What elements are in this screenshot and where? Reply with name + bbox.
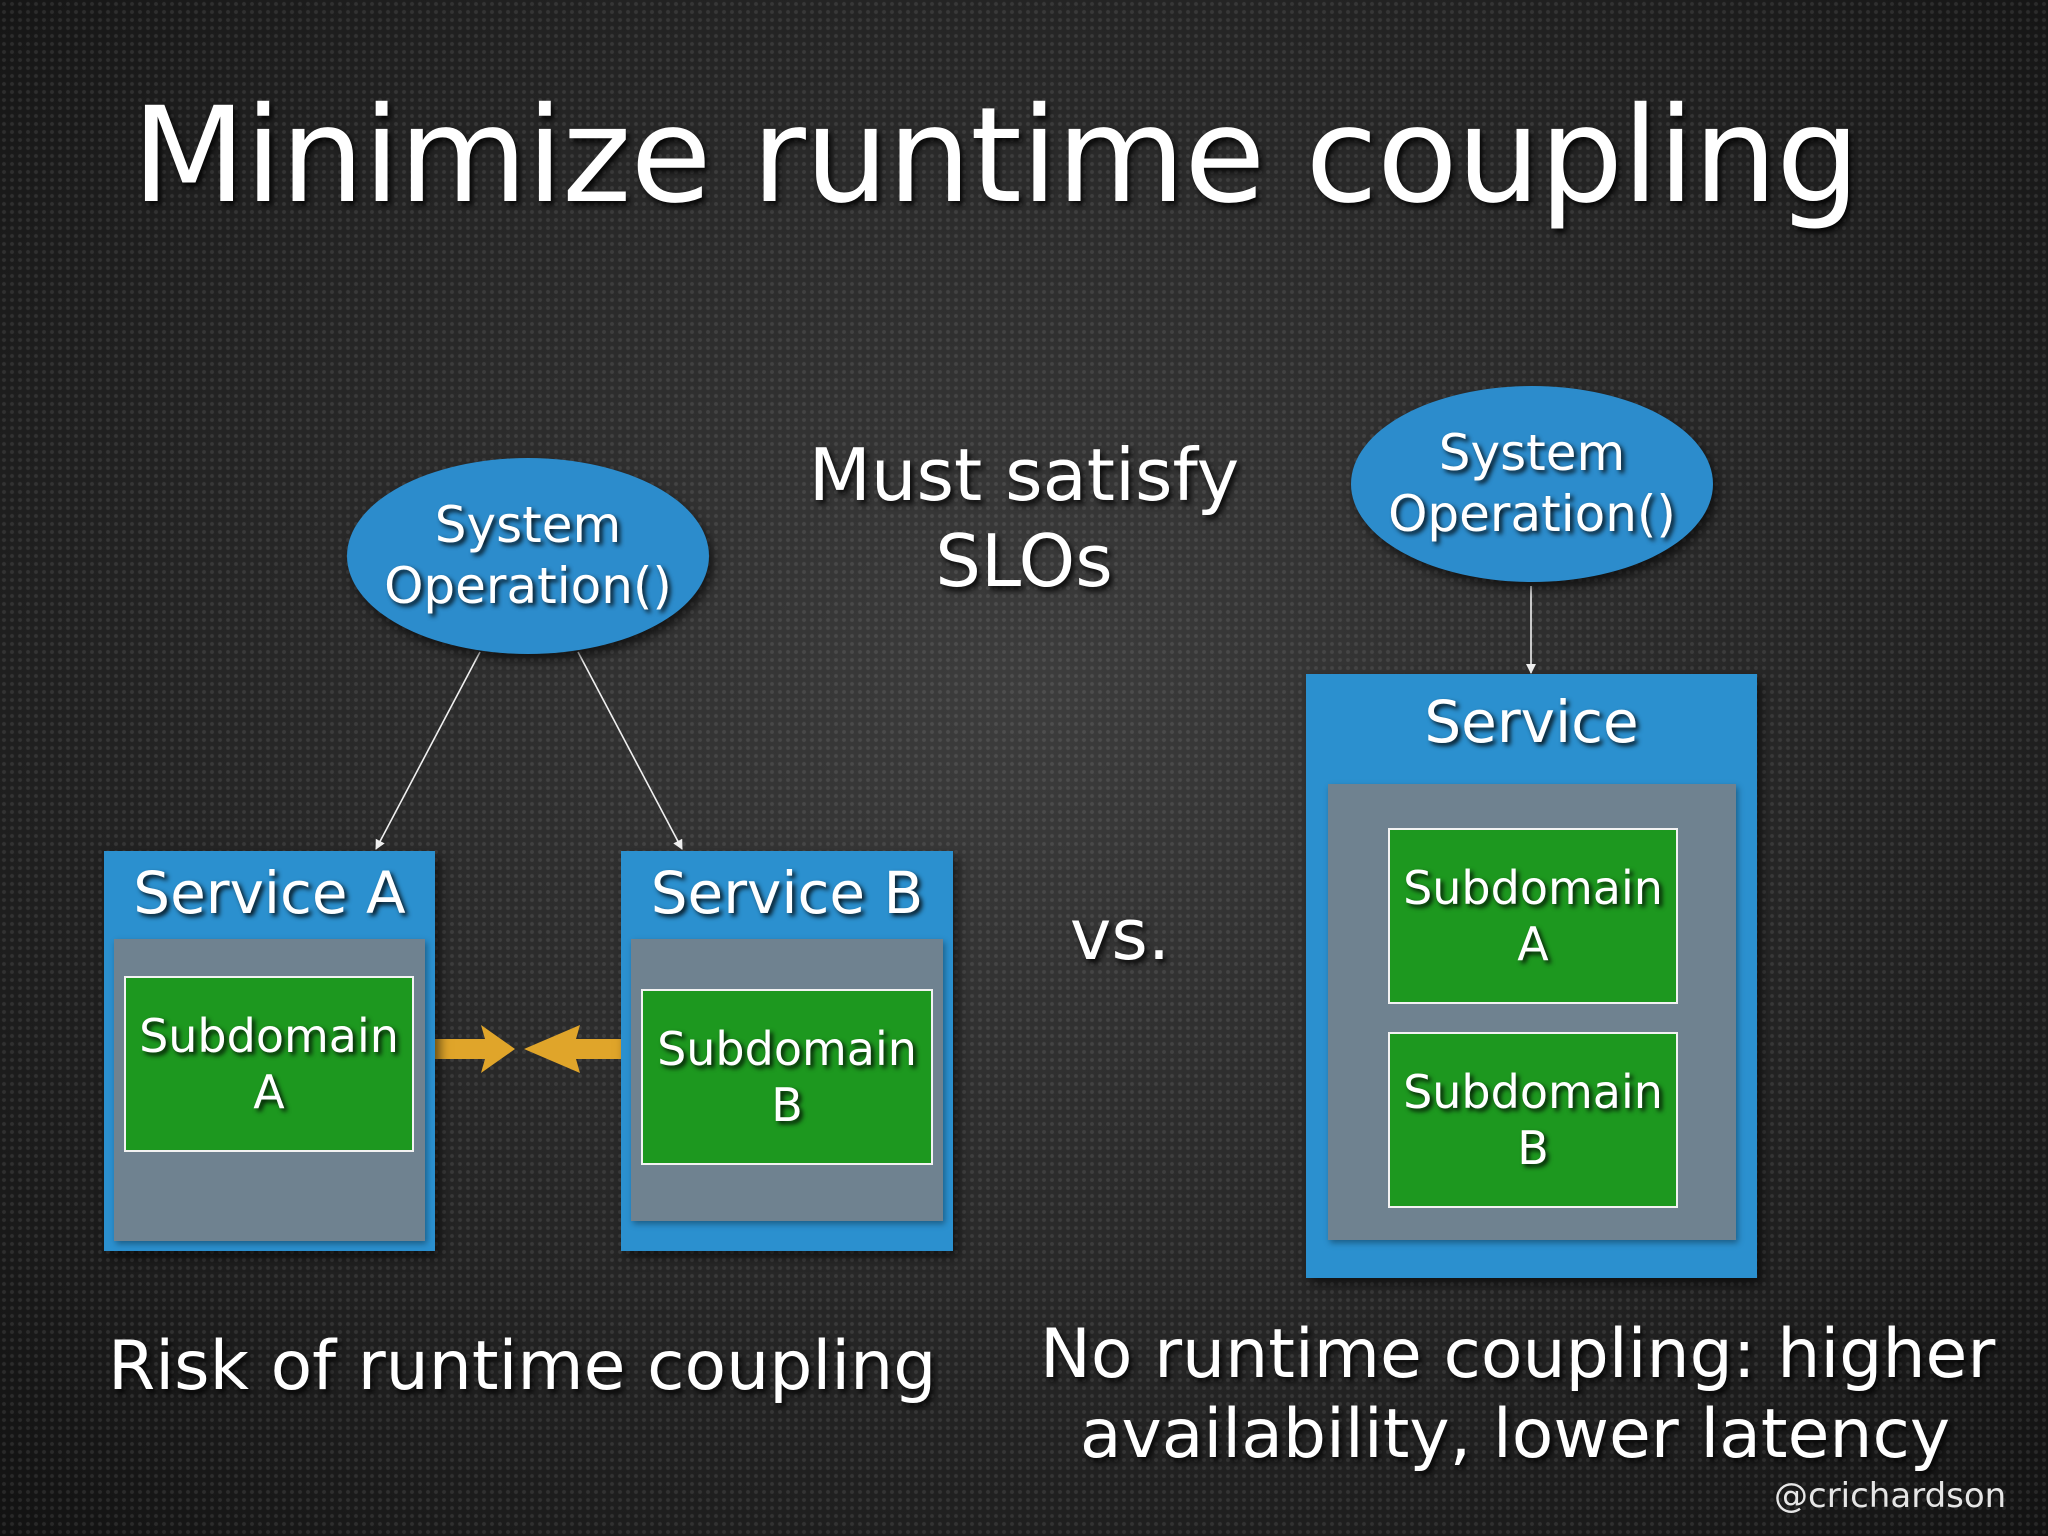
right-caption-line-2: availability, lower latency [1079,1395,1951,1475]
subdomain-a-box-left: Subdomain A [124,976,414,1152]
service-b-label: Service B [650,859,924,927]
ellipse-line-1: System [1438,424,1626,482]
arrow-to-service-b [577,651,683,850]
service-inner: Subdomain A Subdomain B [1328,784,1736,1240]
subdomain-b-line-2: B [771,1078,803,1132]
subdomain-a-line-2: A [253,1065,285,1119]
left-caption: Risk of runtime coupling [108,1327,937,1406]
subdomain-b-box-right: Subdomain B [1388,1032,1678,1208]
ellipse-line-1: System [434,496,622,554]
service-a-box: Service A Subdomain A [104,851,435,1251]
subdomain-b-line-1: Subdomain [1403,1064,1663,1119]
subdomain-a-line-1: Subdomain [1403,860,1663,915]
right-caption: No runtime coupling: higher availability… [1040,1315,1996,1475]
coupling-arrow-left [524,1025,624,1073]
subdomain-b-line-1: Subdomain [657,1021,917,1076]
slo-note: Must satisfy SLOs [794,432,1254,605]
subdomain-a-line-2: A [1517,917,1549,971]
subdomain-a-box-right: Subdomain A [1388,828,1678,1004]
slide-title: Minimize runtime coupling [132,79,1860,233]
service-b-inner: Subdomain B [631,939,943,1221]
right-caption-line-1: No runtime coupling: higher [1040,1315,1996,1394]
coupling-arrows [433,1025,624,1073]
ellipse-line-2: Operation() [1388,485,1676,543]
service-b-box: Service B Subdomain B [621,851,953,1251]
versus-text: vs. [1069,894,1171,976]
service-a-inner: Subdomain A [114,939,425,1241]
ellipse-line-2: Operation() [384,557,672,615]
subdomain-b-box-left: Subdomain B [641,989,933,1165]
arrow-to-service-a [375,651,481,850]
subdomain-a-line-1: Subdomain [139,1008,399,1063]
service-label: Service [1424,688,1639,756]
slo-note-line-2: SLOs [935,519,1113,604]
author-handle: @crichardson [1774,1476,2007,1516]
service-box: Service Subdomain A Subdomain B [1306,674,1757,1278]
coupling-arrow-right [433,1025,515,1073]
system-operation-ellipse-right: System Operation() [1351,386,1713,582]
subdomain-b-line-2: B [1517,1121,1549,1175]
service-a-label: Service A [133,859,406,927]
system-operation-ellipse-left: System Operation() [347,458,709,654]
slo-note-line-1: Must satisfy [808,433,1240,517]
